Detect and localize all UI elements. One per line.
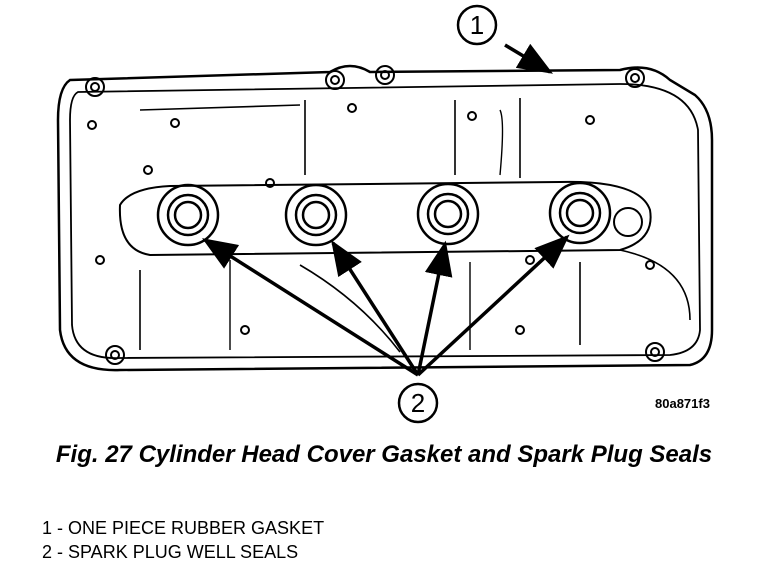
svg-text:2: 2 [411, 388, 425, 418]
spark-plug-seal-2 [284, 183, 348, 247]
leader-arrows [202, 43, 570, 377]
arrow-to-seal-3 [416, 240, 453, 376]
svg-text:1: 1 [470, 10, 484, 40]
arrow-to-gasket [504, 43, 554, 74]
arrow-to-seal-1 [202, 238, 419, 377]
spark-plug-seal-1 [156, 183, 220, 247]
callout-1: 1 [456, 4, 498, 46]
callout-2: 2 [397, 382, 439, 424]
figure-code: 80a871f3 [655, 396, 710, 411]
arrow-to-seal-4 [416, 234, 570, 377]
bolt-holes [85, 65, 665, 365]
spark-plug-seals [156, 181, 643, 247]
cover-outline [56, 64, 714, 372]
legend: 1 - ONE PIECE RUBBER GASKET 2 - SPARK PL… [42, 516, 324, 564]
legend-item-2: 2 - SPARK PLUG WELL SEALS [42, 542, 299, 562]
legend-item-1: 1 - ONE PIECE RUBBER GASKET [42, 518, 325, 538]
cylinder-head-cover-diagram: 1 2 [56, 4, 714, 424]
spark-plug-seal-3 [416, 182, 480, 246]
figure-caption: Fig. 27 Cylinder Head Cover Gasket and S… [55, 441, 713, 468]
spark-plug-seal-4 [548, 181, 612, 245]
arrow-to-seal-2 [331, 240, 420, 376]
